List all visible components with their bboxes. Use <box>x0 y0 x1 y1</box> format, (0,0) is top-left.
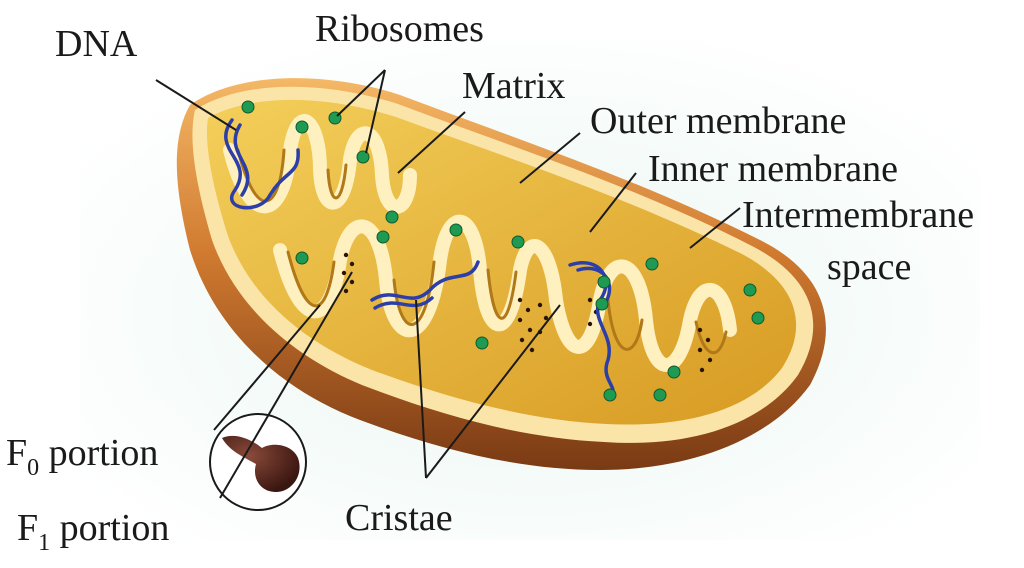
dna-strands <box>224 118 615 397</box>
label-matrix: Matrix <box>462 65 565 107</box>
f1-main: F <box>17 507 38 549</box>
label-ribosomes: Ribosomes <box>315 8 484 50</box>
cristae-shadows <box>236 148 728 354</box>
ribosomes <box>241 100 765 402</box>
label-f0-portion: F0 portion <box>6 432 158 481</box>
cristae-folds <box>223 114 737 372</box>
f1-subscript: 1 <box>38 530 50 556</box>
label-dna: DNA <box>55 23 138 65</box>
label-f1-portion: F1 portion <box>17 507 169 556</box>
label-intermembrane-line1: Intermembrane <box>742 194 974 236</box>
label-intermembrane-line2: space <box>827 246 911 288</box>
label-outer-membrane: Outer membrane <box>590 100 846 142</box>
f0-main: F <box>6 432 27 474</box>
atp-synthase-inset <box>209 413 307 511</box>
label-cristae: Cristae <box>345 497 453 539</box>
label-inner-membrane: Inner membrane <box>648 148 898 190</box>
f0-rest: portion <box>39 432 158 474</box>
leader-lines <box>155 69 741 499</box>
f0-subscript: 0 <box>27 455 39 481</box>
f1-rest: portion <box>50 507 169 549</box>
